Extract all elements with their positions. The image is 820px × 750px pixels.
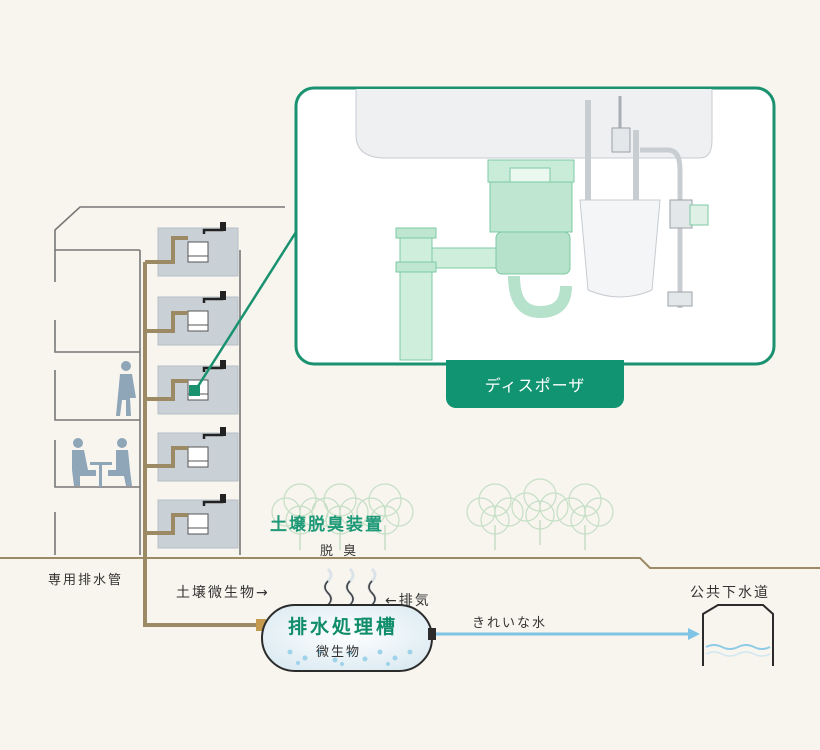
deodorize-label: 脱 臭 — [320, 544, 360, 559]
disposer-label-tab: ディスポーザ — [446, 360, 624, 408]
sink-icon — [355, 89, 713, 361]
disposer-callout — [294, 86, 776, 366]
ground-line — [0, 557, 820, 569]
drain-pipe-line — [143, 236, 262, 627]
treatment-tank — [256, 604, 436, 672]
treatment-tank-label: 排水処理槽 — [288, 616, 399, 638]
people-at-table-icon — [72, 438, 132, 487]
clean-water-arrow — [436, 628, 700, 640]
microbes-label: 微生物 — [316, 645, 362, 660]
sewer-basin-icon — [702, 604, 774, 666]
soil-microbes-label: 土壌微生物→ — [176, 585, 270, 601]
sewer-label: 公共下水道 — [690, 585, 770, 601]
drain-pipe-label: 専用排水管 — [48, 573, 124, 588]
disposer-label: ディスポーザ — [484, 376, 586, 395]
clean-water-label: きれいな水 — [472, 616, 548, 631]
deodorizer-label: 土壌脱臭装置 — [270, 515, 384, 535]
deodorization-wave-icons — [323, 567, 377, 607]
callout-connector — [189, 231, 298, 396]
building — [54, 206, 285, 555]
person-standing-icon — [116, 361, 136, 416]
exhaust-label: ←排気 — [385, 593, 431, 609]
